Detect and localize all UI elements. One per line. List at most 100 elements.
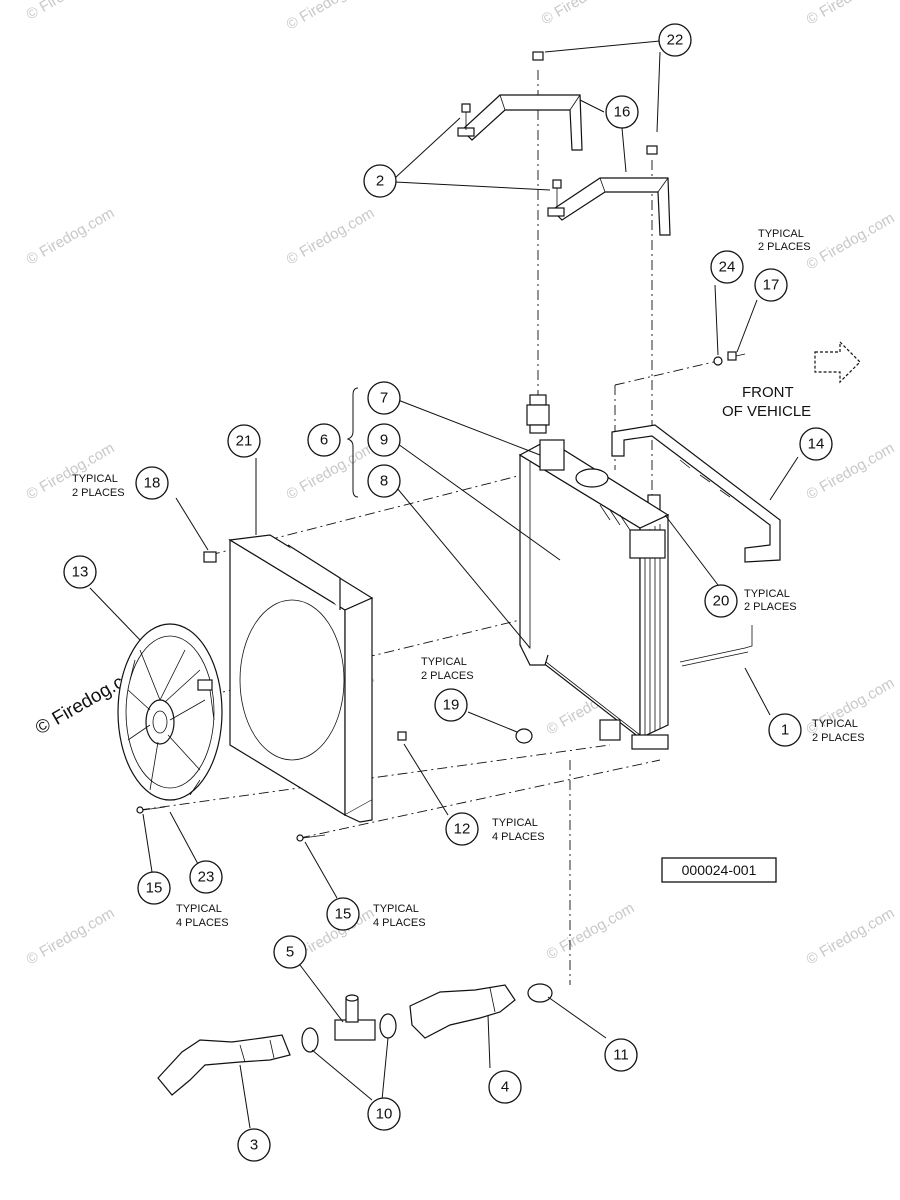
svg-text:15: 15 xyxy=(335,906,352,923)
note-places-19: 2 PLACES xyxy=(421,670,474,682)
watermark: © Firedog.com xyxy=(24,904,118,968)
bolt-2a xyxy=(461,103,471,130)
lower-hose-3 xyxy=(157,1034,291,1096)
svg-text:24: 24 xyxy=(719,259,736,276)
leader-lines xyxy=(89,40,799,1129)
svg-text:3: 3 xyxy=(250,1137,258,1154)
callout-14: 14 xyxy=(799,427,833,461)
svg-text:4: 4 xyxy=(501,1079,509,1096)
watermark: © Firedog.com xyxy=(24,204,118,268)
callout-17: 17 xyxy=(754,268,788,302)
callout-3: 3 xyxy=(237,1128,271,1162)
radiator-bracket-14 xyxy=(611,424,781,563)
callout-13: 13 xyxy=(63,555,97,589)
note-places-12: 4 PLACES xyxy=(492,831,545,843)
note-typical-19: TYPICAL xyxy=(421,656,467,668)
callout-24: 24 xyxy=(710,250,744,284)
svg-text:12: 12 xyxy=(454,821,471,838)
note-places-15: 4 PLACES xyxy=(373,917,426,929)
svg-text:19: 19 xyxy=(443,697,460,714)
front-label-line1: FRONT xyxy=(742,384,794,401)
front-of-vehicle-arrow: FRONT OF VEHICLE xyxy=(722,340,861,420)
notes: TYPICAL 2 PLACES TYPICAL 2 PLACES TYPICA… xyxy=(72,228,865,929)
callout-15a: 15 xyxy=(137,871,171,905)
watermark: © Firedog.com xyxy=(24,0,118,23)
electric-fan xyxy=(117,623,223,801)
note-places-18: 2 PLACES xyxy=(72,487,125,499)
callout-6: 6 xyxy=(307,423,341,457)
note-typical-20: TYPICAL xyxy=(744,588,790,600)
note-typical-12: TYPICAL xyxy=(492,817,538,829)
rod-1 xyxy=(679,625,753,667)
svg-text:6: 6 xyxy=(320,432,328,449)
svg-text:8: 8 xyxy=(380,473,388,490)
watermark: © Firedog.com xyxy=(544,899,638,963)
callout-23: 23 xyxy=(189,860,223,894)
callout-16: 16 xyxy=(605,95,639,129)
upper-bracket-16b xyxy=(547,177,671,236)
callout-8: 8 xyxy=(367,464,401,498)
radiator xyxy=(518,439,670,750)
svg-text:20: 20 xyxy=(713,593,730,610)
note-places-1: 2 PLACES xyxy=(812,732,865,744)
svg-text:18: 18 xyxy=(144,475,161,492)
watermark: © Firedog.com xyxy=(804,904,898,968)
tee-fitting-5 xyxy=(334,994,376,1041)
watermark: © Firedog.com xyxy=(284,204,378,268)
hose-clamp-11 xyxy=(527,983,553,1003)
svg-text:9: 9 xyxy=(380,432,388,449)
callout-1: 1 xyxy=(768,713,802,747)
hose-4 xyxy=(409,984,516,1039)
callout-15b: 15 xyxy=(326,897,360,931)
svg-text:2: 2 xyxy=(376,173,384,190)
drawing-number-box: 000024-001 xyxy=(661,857,777,883)
watermark: © Firedog.com xyxy=(804,209,898,273)
svg-text:10: 10 xyxy=(376,1106,393,1123)
note-places-23: 4 PLACES xyxy=(176,917,229,929)
callout-4: 4 xyxy=(488,1070,522,1104)
bolt-18 xyxy=(203,551,217,563)
svg-text:21: 21 xyxy=(236,433,253,450)
callout-20: 20 xyxy=(704,584,738,618)
washer-24 xyxy=(713,356,723,366)
note-typical-18: TYPICAL xyxy=(72,473,118,485)
isolator-top xyxy=(526,394,550,434)
note-typical-23: TYPICAL xyxy=(176,903,222,915)
svg-text:16: 16 xyxy=(614,104,631,121)
note-typical-15: TYPICAL xyxy=(373,903,419,915)
svg-text:15: 15 xyxy=(146,880,163,897)
svg-text:5: 5 xyxy=(286,944,294,961)
callout-9: 9 xyxy=(367,423,401,457)
svg-text:14: 14 xyxy=(808,436,825,453)
callout-12: 12 xyxy=(445,812,479,846)
callout-21: 21 xyxy=(227,424,261,458)
svg-text:23: 23 xyxy=(198,869,215,886)
screw-15a xyxy=(136,806,166,814)
svg-text:17: 17 xyxy=(763,277,780,294)
nut-22a xyxy=(532,51,544,61)
screw-15b xyxy=(296,834,326,842)
hose-clamp-10 xyxy=(301,1013,397,1053)
upper-bracket-16a xyxy=(457,94,583,151)
svg-text:13: 13 xyxy=(72,564,89,581)
svg-text:11: 11 xyxy=(613,1047,629,1064)
note-places-24: 2 PLACES xyxy=(758,241,811,253)
nut-12 xyxy=(397,731,407,741)
bolt-2b xyxy=(552,179,562,208)
callout-2: 2 xyxy=(363,164,397,198)
callout-11: 11 xyxy=(604,1038,638,1072)
svg-text:7: 7 xyxy=(380,390,388,407)
watermark: © Firedog.com xyxy=(539,0,633,28)
plug-19 xyxy=(515,728,533,744)
callout-10: 10 xyxy=(367,1097,401,1131)
drawing-number: 000024-001 xyxy=(682,862,757,878)
callout-18: 18 xyxy=(135,466,169,500)
callout-22: 22 xyxy=(658,23,692,57)
svg-text:22: 22 xyxy=(667,32,684,49)
fan-shroud xyxy=(228,534,374,823)
watermark: © Firedog.com xyxy=(804,0,898,28)
front-label-line2: OF VEHICLE xyxy=(722,403,811,420)
nut-22b xyxy=(646,145,658,155)
watermark: © Firedog.com xyxy=(284,0,378,33)
